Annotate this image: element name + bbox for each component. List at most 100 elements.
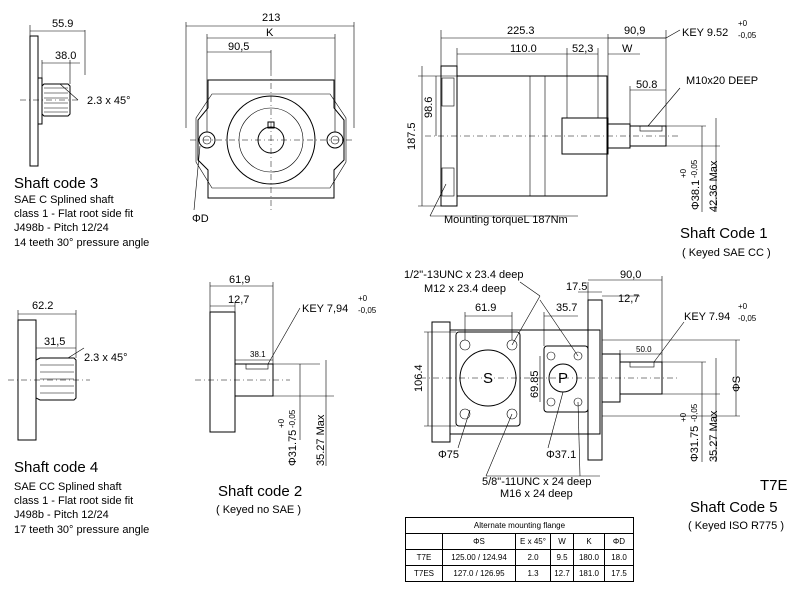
table-cell: 127.0 / 126.95 <box>442 565 516 582</box>
flange-table-header-blank <box>405 533 443 550</box>
t7e-key-tol-dn: -0,05 <box>738 314 757 323</box>
t7e-m12: M12 x 23.4 deep <box>424 283 506 295</box>
t7e-phi37: Φ37.1 <box>546 449 576 461</box>
shaft4-line-4: 17 teeth 30° pressure angle <box>14 524 149 536</box>
shaft1-torque: Mounting torqueL 187Nm <box>444 214 568 226</box>
shaft2-drawing <box>195 282 334 466</box>
t7e-m16: M16 x 24 deep <box>500 488 573 500</box>
flange-table-header-e: E x 45° <box>515 533 551 550</box>
shaft2-key: KEY 7,94 <box>302 303 348 315</box>
t7e-title: Shaft Code 5 <box>690 499 778 516</box>
shaft1-d90: 90,9 <box>624 25 645 37</box>
table-cell: 17.5 <box>604 565 634 582</box>
shaft4-dim-outer: 62.2 <box>32 300 53 312</box>
shaft4-line-3: J498b - Pitch 12/24 <box>14 509 109 521</box>
shaft1-d52: 52,3 <box>572 43 593 55</box>
front-width: 213 <box>262 12 280 24</box>
shaft4-dim-inner: 31,5 <box>44 336 65 348</box>
table-cell: 12.7 <box>550 565 574 582</box>
shaft1-key-tol-dn: -0,05 <box>738 31 757 40</box>
shaft3-drawing <box>20 25 86 167</box>
shaft2-d38: 38.1 <box>250 350 266 359</box>
shaft3-line-1: SAE C Splined shaft <box>14 194 114 206</box>
front-k: K <box>266 27 274 39</box>
t7e-port-s: S <box>483 370 493 387</box>
t7e-phi75: Φ75 <box>438 449 459 461</box>
shaft2-key-tol-dn: -0,05 <box>358 306 377 315</box>
shaft1-key: KEY 9.52 <box>682 27 728 39</box>
t7e-port-p: P <box>558 370 568 387</box>
t7e-phi-s: ΦS <box>731 376 743 392</box>
shaft1-phi38-tol-up: +0 <box>679 168 688 178</box>
shaft2-d35: 35.27 Max <box>315 414 327 466</box>
shaft1-m10: M10x20 DEEP <box>686 75 758 87</box>
shaft4-title: Shaft code 4 <box>14 459 98 476</box>
flange-table-header-s: ΦS <box>442 533 516 550</box>
shaft1-phi38-tol-dn: -0,05 <box>690 159 699 178</box>
shaft3-chamfer: 2.3 x 45° <box>87 95 131 107</box>
shaft1-d225: 225.3 <box>507 25 535 37</box>
front-half: 90,5 <box>228 41 249 53</box>
shaft1-drawing <box>418 29 720 217</box>
front-phi-d: ΦD <box>192 213 209 225</box>
t7e-unc-five8: 5/8"-11UNC x 24 deep <box>482 476 591 488</box>
table-cell: 181.0 <box>573 565 605 582</box>
table-cell: 125.00 / 124.94 <box>442 549 516 566</box>
flange-table-caption: Alternate mounting flange <box>405 517 634 534</box>
table-cell: 18.0 <box>604 549 634 566</box>
shaft1-d110: 110.0 <box>510 43 537 55</box>
shaft2-phi31: Φ31.75 <box>287 430 299 466</box>
shaft3-dim-outer: 55.9 <box>52 18 73 30</box>
table-cell: 1.3 <box>515 565 551 582</box>
t7e-d90: 90,0 <box>620 269 641 281</box>
t7e-d12: 12,7 <box>618 293 639 305</box>
shaft3-line-4: 14 teeth 30° pressure angle <box>14 237 149 249</box>
table-cell: T7E <box>405 549 443 566</box>
shaft3-dim-inner: 38.0 <box>55 50 76 62</box>
t7e-phi31: Φ31.75 <box>689 426 701 462</box>
t7e-d17: 17.5 <box>566 281 587 293</box>
shaft2-phi31-tol-up: +0 <box>277 418 286 428</box>
shaft2-phi31-tol-dn: -0,05 <box>288 409 297 428</box>
shaft1-w: W <box>622 43 633 55</box>
shaft4-line-1: SAE CC Splined shaft <box>14 481 122 493</box>
t7e-d35: 35.7 <box>556 302 577 314</box>
table-row: T7ES 127.0 / 126.95 1.3 12.7 181.0 17.5 <box>405 565 634 582</box>
t7e-unc-half: 1/2"-13UNC x 23.4 deep <box>404 269 523 281</box>
table-cell: 2.0 <box>515 549 551 566</box>
table-row: T7E 125.00 / 124.94 2.0 9.5 180.0 18.0 <box>405 549 634 566</box>
t7e-subtitle: ( Keyed ISO R775 ) <box>688 520 784 532</box>
shaft4-chamfer: 2.3 x 45° <box>84 352 128 364</box>
t7e-drawing <box>420 276 740 477</box>
t7e-d61: 61.9 <box>475 302 496 314</box>
t7e-phi31-tol-up: +0 <box>679 412 688 422</box>
t7e-d106: 106.4 <box>413 364 425 392</box>
front-view-drawing <box>185 22 355 211</box>
table-cell: 180.0 <box>573 549 605 566</box>
shaft1-d98: 98.6 <box>423 97 435 118</box>
shaft3-line-3: J498b - Pitch 12/24 <box>14 222 109 234</box>
shaft4-drawing <box>8 310 90 441</box>
shaft3-title: Shaft code 3 <box>14 175 98 192</box>
shaft3-line-2: class 1 - Flat root side fit <box>14 208 133 220</box>
shaft2-d61: 61,9 <box>229 274 250 286</box>
shaft2-key-tol-up: +0 <box>358 294 368 303</box>
t7e-d69: 69.85 <box>529 370 541 398</box>
flange-table-header-w: W <box>550 533 574 550</box>
shaft1-subtitle: ( Keyed SAE CC ) <box>682 247 771 259</box>
shaft2-d12: 12,7 <box>228 294 249 306</box>
t7e-key-tol-up: +0 <box>738 302 748 311</box>
flange-table-header-d: ΦD <box>604 533 634 550</box>
flange-table-header-k: K <box>573 533 605 550</box>
shaft4-line-2: class 1 - Flat root side fit <box>14 495 133 507</box>
flange-table-header-row: ΦS E x 45° W K ΦD <box>405 533 634 550</box>
t7e-d50: 50.0 <box>636 345 652 354</box>
shaft1-d187: 187.5 <box>406 122 418 150</box>
shaft1-key-tol-up: +0 <box>738 19 748 28</box>
shaft1-d50: 50.8 <box>636 79 657 91</box>
table-cell: 9.5 <box>550 549 574 566</box>
shaft2-title: Shaft code 2 <box>218 483 302 500</box>
shaft1-title: Shaft Code 1 <box>680 225 768 242</box>
t7e-model: T7E <box>760 477 788 494</box>
shaft1-phi38: Φ38.1 <box>690 180 702 210</box>
